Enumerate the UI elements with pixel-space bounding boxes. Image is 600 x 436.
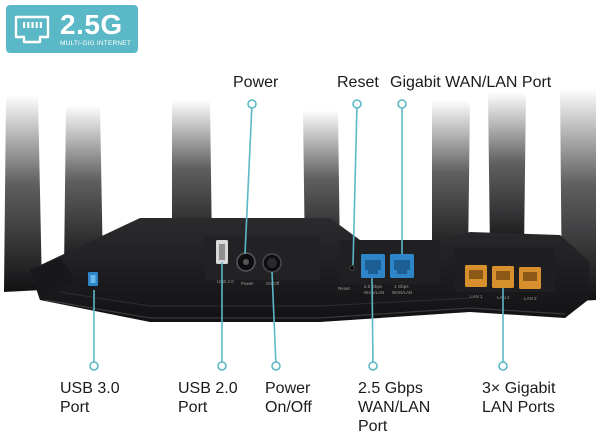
callout-usb2: USB 2.0 Port xyxy=(178,380,238,416)
callout-reset: Reset xyxy=(337,74,379,91)
panel-label-wan1-b: WAN/LAN xyxy=(392,290,412,295)
lan2-port xyxy=(492,266,514,288)
callout-line-wan25 xyxy=(371,277,374,367)
callout-wan-lan-gigabit: Gigabit WAN/LAN Port xyxy=(390,74,552,91)
callout-line-power xyxy=(244,103,253,255)
panel-label-wan25-b: WAN/LAN xyxy=(364,290,384,295)
lan3-port xyxy=(519,267,541,289)
callout-line-reset xyxy=(352,103,358,266)
antenna xyxy=(4,95,42,292)
callout-power: Power xyxy=(233,74,279,91)
wan25-port xyxy=(361,254,385,278)
badge-speed: 2.5G xyxy=(60,9,123,40)
lan1-port xyxy=(465,265,487,287)
wan1-port xyxy=(390,254,414,278)
panel-label-usb2: USB 2.0 xyxy=(217,279,234,284)
panel-label-reset: Reset xyxy=(338,286,351,291)
callout-line-power-switch xyxy=(271,271,277,367)
panel-label-wan25-a: 2.5 Gbps xyxy=(364,284,383,289)
antenna xyxy=(432,100,470,262)
callout-power-switch: Power On/Off xyxy=(265,380,312,416)
callout-usb3: USB 3.0 Port xyxy=(60,380,120,416)
panel-label-power: Power xyxy=(241,281,254,286)
ethernet-port-icon xyxy=(14,15,50,44)
panel-label-wan1-a: 1 Gbps xyxy=(394,284,409,289)
callout-wan-lan-25: 2.5 Gbps WAN/LAN Port xyxy=(358,380,431,435)
multi-gig-badge: 2.5G MULTI-GIG INTERNET xyxy=(6,5,138,53)
antenna xyxy=(488,92,526,250)
panel-label-lan3: LAN 3 xyxy=(524,296,537,301)
callout-lan-ports: 3× Gigabit LAN Ports xyxy=(482,380,556,416)
antenna xyxy=(172,100,212,252)
badge-subtitle: MULTI-GIG INTERNET xyxy=(60,40,132,47)
reset-hole xyxy=(349,265,355,271)
antenna xyxy=(64,105,103,272)
panel-label-lan1: LAN 1 xyxy=(470,294,483,299)
